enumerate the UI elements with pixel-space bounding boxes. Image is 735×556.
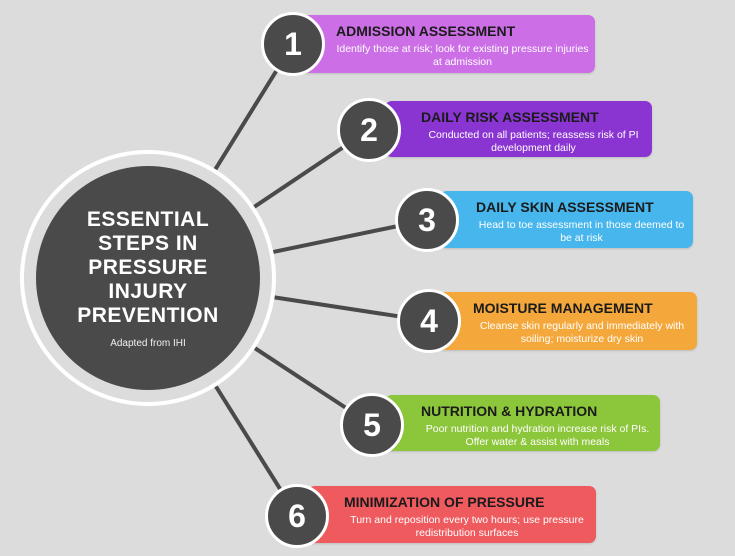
- step-description: Head to toe assessment in those deemed t…: [478, 219, 685, 244]
- step-card: DAILY SKIN ASSESSMENT Head to toe assess…: [440, 191, 693, 248]
- step-title: MOISTURE MANAGEMENT: [473, 300, 653, 316]
- step-description: Conducted on all patients; reassess risk…: [428, 129, 639, 154]
- step-title: DAILY RISK ASSESSMENT: [421, 109, 599, 125]
- hub-ring: [20, 150, 276, 406]
- step-description: Poor nutrition and hydration increase ri…: [425, 423, 650, 448]
- step-description: Cleanse skin regularly and immediately w…: [479, 320, 685, 345]
- step-card: NUTRITION & HYDRATION Poor nutrition and…: [385, 395, 660, 451]
- step-number-badge: 2: [337, 98, 401, 162]
- hub-circle: ESSENTIAL STEPS IN PRESSURE INJURY PREVE…: [36, 166, 260, 390]
- step-title: MINIMIZATION OF PRESSURE: [344, 494, 545, 510]
- hub-title: ESSENTIAL STEPS IN PRESSURE INJURY PREVE…: [77, 207, 219, 327]
- step-title: ADMISSION ASSESSMENT: [336, 23, 516, 39]
- step-description: Turn and reposition every two hours; use…: [350, 514, 584, 539]
- step-number-badge: 6: [265, 484, 329, 548]
- step-card: DAILY RISK ASSESSMENT Conducted on all p…: [385, 101, 652, 157]
- hub-source: Adapted from IHI: [110, 337, 186, 349]
- step-card: ADMISSION ASSESSMENT Identify those at r…: [300, 15, 595, 73]
- step-number-badge: 5: [340, 393, 404, 457]
- step-number-badge: 3: [395, 188, 459, 252]
- step-title: DAILY SKIN ASSESSMENT: [476, 199, 654, 215]
- step-card: MINIMIZATION OF PRESSURE Turn and reposi…: [308, 486, 596, 543]
- step-description: Identify those at risk; look for existin…: [336, 43, 589, 68]
- step-number-badge: 4: [397, 289, 461, 353]
- step-number-badge: 1: [261, 12, 325, 76]
- step-title: NUTRITION & HYDRATION: [421, 403, 598, 419]
- step-card: MOISTURE MANAGEMENT Cleanse skin regular…: [437, 292, 697, 350]
